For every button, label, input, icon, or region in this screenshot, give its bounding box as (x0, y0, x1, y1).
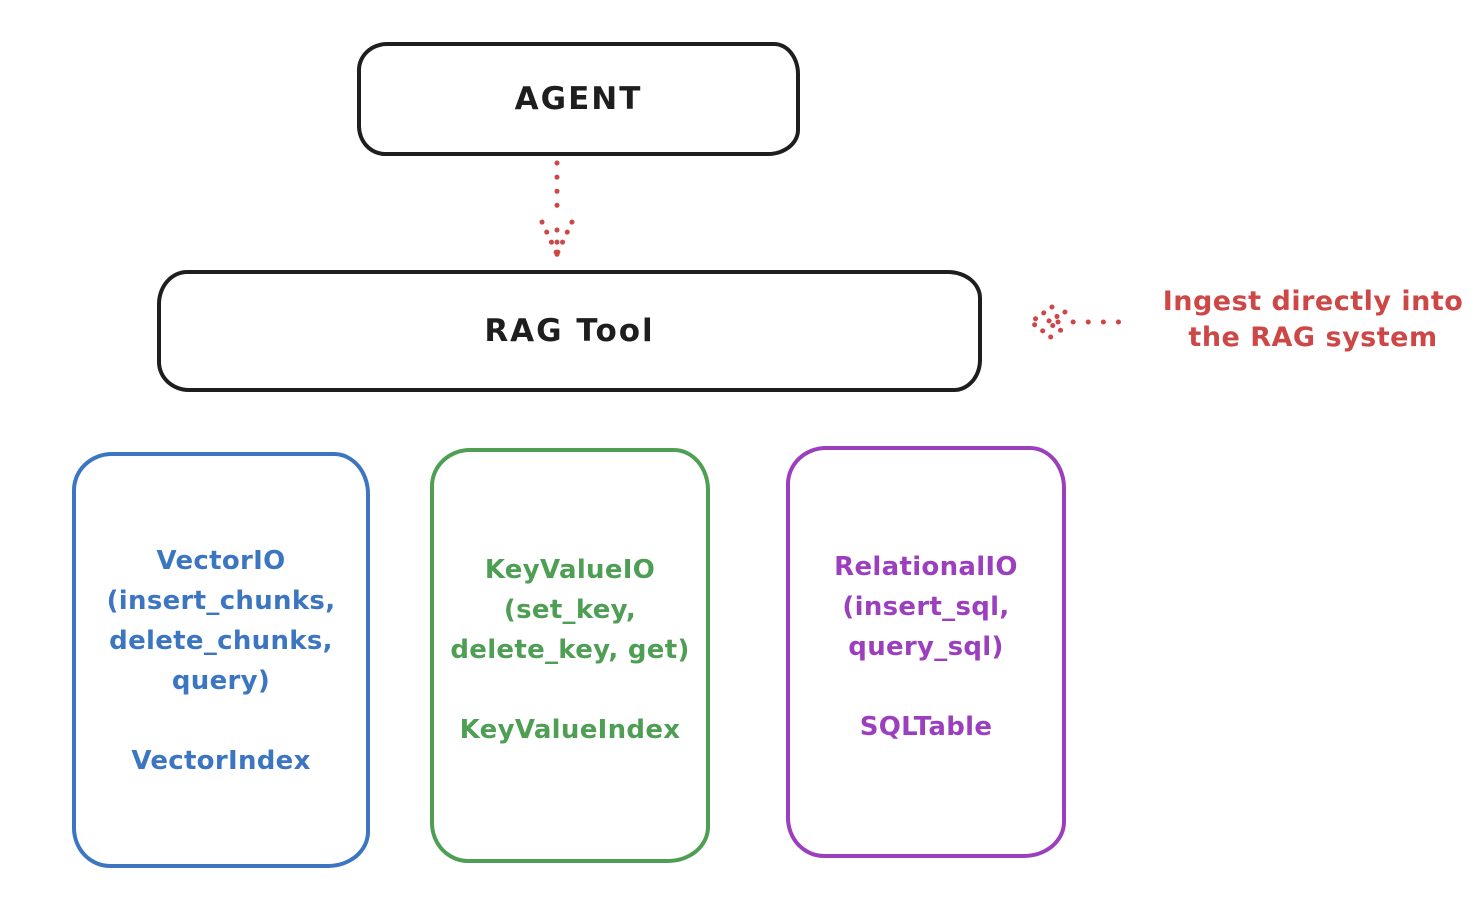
keyvalue-index-label: KeyValueIndex (459, 715, 681, 745)
keyvalue-io-line: (set_key, (503, 595, 637, 625)
agent-to-ragtool-arrow-icon (539, 160, 575, 259)
relational-io-line: (insert_sql, (842, 592, 1010, 622)
vector-io-line: query) (171, 666, 271, 696)
agent-label: AGENT (514, 81, 643, 117)
vector-io-line: VectorIO (156, 546, 286, 576)
relational-io-box: RelationalIO (insert_sql, query_sql) SQL… (786, 446, 1066, 858)
vector-io-line: delete_chunks, (109, 626, 333, 656)
ingest-annotation: Ingest directly into the RAG system (1138, 284, 1484, 356)
vector-io-box: VectorIO (insert_chunks, delete_chunks, … (72, 452, 370, 868)
ingest-arrow-icon (1026, 304, 1135, 341)
rag-tool-label: RAG Tool (484, 313, 655, 349)
keyvalue-io-box: KeyValueIO (set_key, delete_key, get) Ke… (430, 448, 710, 863)
relational-io-line: RelationalIO (834, 552, 1018, 582)
vector-io-line: (insert_chunks, (106, 586, 336, 616)
agent-node: AGENT (357, 42, 800, 156)
keyvalue-io-line: KeyValueIO (484, 555, 656, 585)
relational-io-line: query_sql) (848, 632, 1004, 662)
sql-table-label: SQLTable (859, 712, 993, 742)
keyvalue-io-line: delete_key, get) (450, 635, 690, 665)
rag-tool-node: RAG Tool (157, 270, 982, 392)
vector-index-label: VectorIndex (131, 746, 311, 776)
ingest-annotation-line1: Ingest directly into (1162, 286, 1464, 317)
ingest-annotation-line2: the RAG system (1188, 322, 1438, 353)
